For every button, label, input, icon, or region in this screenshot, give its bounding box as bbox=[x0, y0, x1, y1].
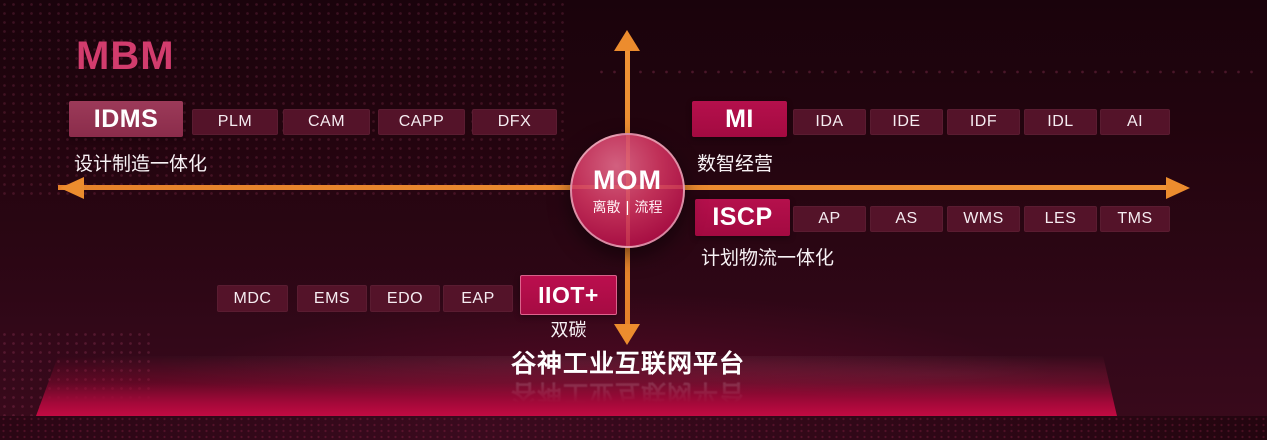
module-box-plm: PLM bbox=[192, 109, 278, 135]
module-box-wms: WMS bbox=[947, 206, 1020, 232]
platform-title-reflection: 谷神工业互联网平台 bbox=[510, 379, 745, 407]
module-box-tms: TMS bbox=[1100, 206, 1170, 232]
mi-lead-box: MI bbox=[692, 101, 787, 137]
module-box-ap: AP bbox=[793, 206, 866, 232]
mom-sub-label: 离散|流程 bbox=[572, 197, 683, 217]
module-box-ai: AI bbox=[1100, 109, 1170, 135]
module-box-dfx: DFX bbox=[472, 109, 557, 135]
mom-label: MOM bbox=[593, 165, 662, 195]
idms-lead-box: IDMS bbox=[69, 101, 183, 137]
page-title: MBM bbox=[76, 34, 175, 78]
module-box-idl: IDL bbox=[1024, 109, 1097, 135]
mom-circle: MOM 离散|流程 bbox=[570, 133, 685, 248]
mom-sub-left: 离散 bbox=[592, 199, 621, 215]
module-box-as: AS bbox=[870, 206, 943, 232]
iscp-lead-box: ISCP bbox=[695, 199, 790, 236]
module-box-ems: EMS bbox=[297, 285, 367, 312]
module-box-cam: CAM bbox=[283, 109, 370, 135]
platform-title: 谷神工业互联网平台 bbox=[510, 350, 745, 378]
module-box-ide: IDE bbox=[870, 109, 943, 135]
floor-strip bbox=[0, 416, 1267, 440]
arrow-left-icon bbox=[60, 177, 84, 199]
caption-design: 设计制造一体化 bbox=[74, 154, 208, 175]
arrow-right-icon bbox=[1166, 177, 1190, 199]
iiot-lead-box: IIOT+ bbox=[520, 275, 617, 315]
module-box-eap: EAP bbox=[443, 285, 513, 312]
module-box-capp: CAPP bbox=[378, 109, 465, 135]
arrow-down-icon bbox=[614, 324, 640, 345]
caption-iiot: 双碳 bbox=[550, 320, 587, 340]
dot-grid-pattern bbox=[595, 66, 1255, 78]
caption-supply: 计划物流一体化 bbox=[701, 248, 835, 269]
mom-sub-right: 流程 bbox=[634, 199, 663, 215]
arrow-up-icon bbox=[614, 30, 640, 51]
module-box-idf: IDF bbox=[947, 109, 1020, 135]
module-box-edo: EDO bbox=[370, 285, 440, 312]
module-box-les: LES bbox=[1024, 206, 1097, 232]
mom-sub-divider: | bbox=[625, 199, 630, 216]
module-box-mdc: MDC bbox=[217, 285, 288, 312]
caption-management: 数智经营 bbox=[697, 154, 774, 175]
module-box-ida: IDA bbox=[793, 109, 866, 135]
stage-glow-band bbox=[36, 356, 1117, 416]
